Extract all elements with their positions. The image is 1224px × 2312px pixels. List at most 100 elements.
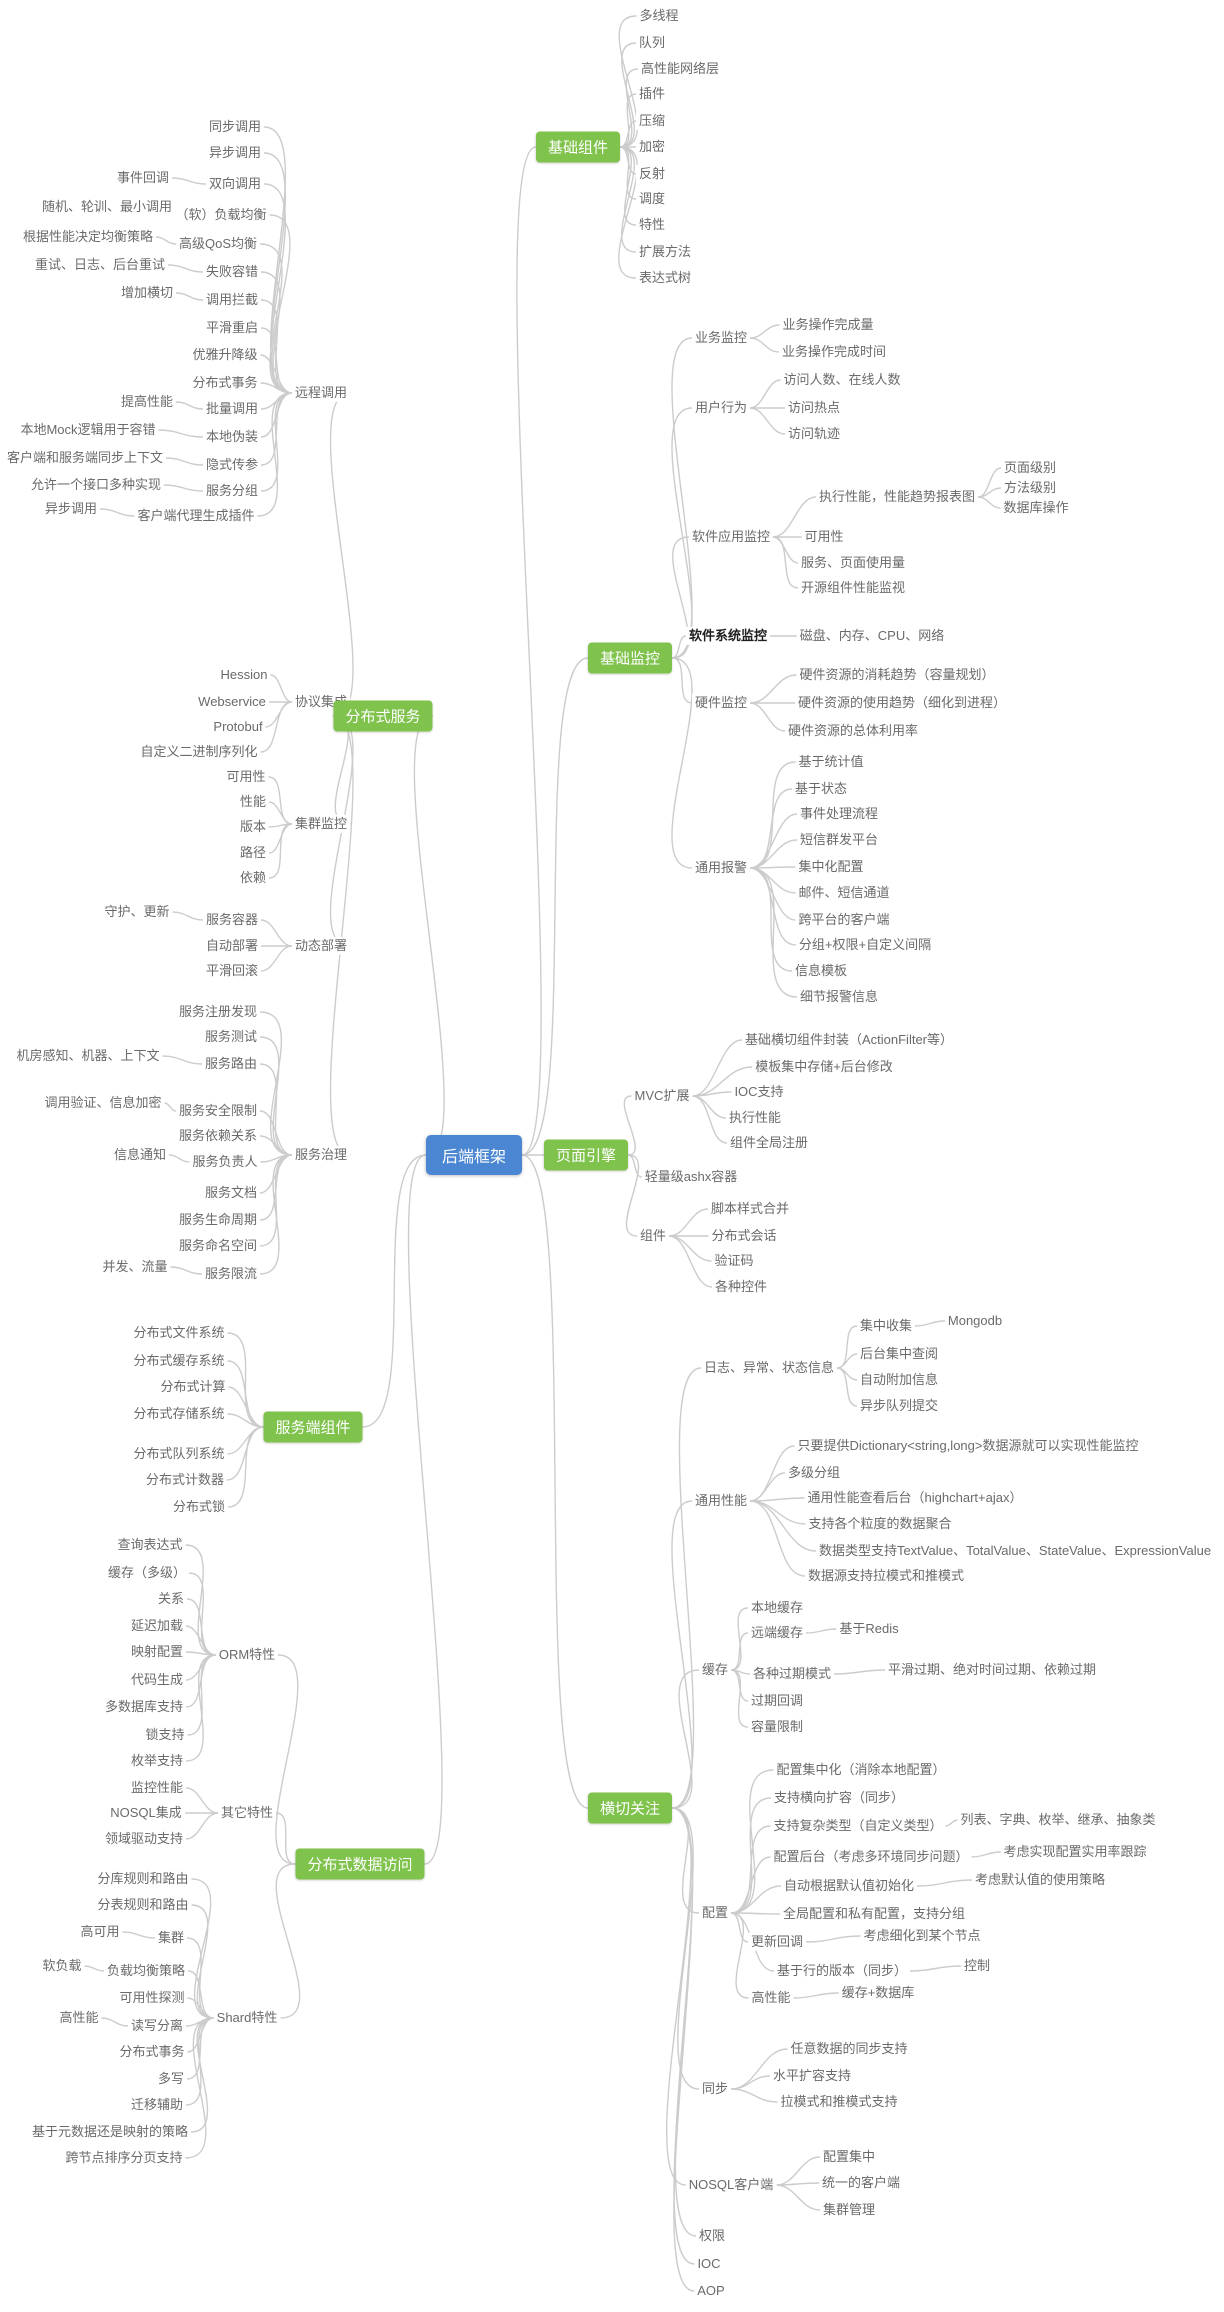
topic-node[interactable]: 服务、页面使用量: [797, 553, 909, 573]
topic-node[interactable]: 本地缓存: [747, 1598, 807, 1618]
topic-node[interactable]: 只要提供Dictionary<string,long>数据源就可以实现性能监控: [794, 1436, 1142, 1456]
topic-node[interactable]: 关系: [154, 1589, 188, 1609]
topic-node[interactable]: 异步调用: [41, 499, 101, 519]
topic-node[interactable]: 多数据库支持: [101, 1697, 187, 1717]
topic-node[interactable]: 硬件资源的消耗趋势（容量规划）: [796, 665, 998, 685]
topic-node[interactable]: 验证码: [711, 1251, 757, 1271]
topic-node[interactable]: 枚举支持: [127, 1751, 187, 1771]
topic-node[interactable]: 支持各个粒度的数据聚合: [805, 1514, 955, 1534]
topic-node[interactable]: 分布式计算: [157, 1377, 229, 1397]
topic-node[interactable]: 平滑过期、绝对时间过期、依赖过期: [884, 1660, 1100, 1680]
topic-node[interactable]: 高性能网络层: [637, 59, 723, 79]
topic-node[interactable]: 服务分组: [202, 481, 262, 501]
topic-node[interactable]: 访问热点: [784, 398, 844, 418]
topic-node[interactable]: 客户端代理生成插件: [134, 506, 258, 526]
topic-node[interactable]: 调用拦截: [202, 290, 262, 310]
topic-node[interactable]: 代码生成: [127, 1670, 187, 1690]
topic-node[interactable]: 基于行的版本（同步）: [773, 1961, 911, 1981]
topic-node[interactable]: 集群管理: [819, 2200, 879, 2220]
topic-node[interactable]: 表达式树: [635, 268, 695, 288]
topic-node[interactable]: 基于Redis: [836, 1619, 902, 1639]
topic-node[interactable]: 隐式传参: [202, 455, 262, 475]
topic-node[interactable]: 分布式锁: [169, 1497, 229, 1517]
topic-node[interactable]: 跨平台的客户端: [795, 910, 893, 930]
topic-node[interactable]: 访问人数、在线人数: [780, 370, 904, 390]
topic-node[interactable]: 自动附加信息: [856, 1370, 942, 1390]
topic-node[interactable]: 数据库操作: [1000, 498, 1072, 518]
topic-node[interactable]: 批量调用: [202, 399, 262, 419]
topic-node[interactable]: 其它特性: [217, 1803, 277, 1823]
topic-node[interactable]: 服务路由: [201, 1054, 261, 1074]
topic-node[interactable]: 增加横切: [117, 283, 177, 303]
topic-node[interactable]: 缓存（多级）: [104, 1563, 190, 1583]
topic-node[interactable]: 服务生命周期: [175, 1210, 261, 1230]
topic-node[interactable]: 集中化配置: [795, 857, 867, 877]
topic-node[interactable]: 组件: [636, 1226, 670, 1246]
topic-node[interactable]: 远程调用: [291, 383, 351, 403]
topic-node[interactable]: 服务负责人: [189, 1152, 261, 1172]
topic-node[interactable]: 短信群发平台: [796, 830, 882, 850]
topic-node[interactable]: 迁移辅助: [127, 2095, 187, 2115]
topic-node[interactable]: 模板集中存储+后台修改: [752, 1057, 896, 1077]
topic-node[interactable]: 映射配置: [127, 1642, 187, 1662]
topic-node[interactable]: 分布式缓存系统: [130, 1351, 228, 1371]
topic-node[interactable]: 缓存+数据库: [838, 1983, 918, 2003]
topic-node[interactable]: 考虑默认值的使用策略: [971, 1870, 1109, 1890]
topic-node[interactable]: 轻量级ashx容器: [641, 1167, 741, 1187]
topic-node[interactable]: 软负载: [39, 1956, 85, 1976]
topic-node[interactable]: 执行性能，性能趋势报表图: [815, 487, 979, 507]
topic-node[interactable]: 高可用: [77, 1922, 123, 1942]
topic-node[interactable]: 平滑回滚: [202, 961, 262, 981]
topic-node[interactable]: 软件系统监控: [685, 626, 771, 646]
topic-node[interactable]: 硬件资源的使用趋势（细化到进程）: [794, 693, 1010, 713]
topic-node[interactable]: 多写: [154, 2069, 188, 2089]
topic-node[interactable]: 集中收集: [856, 1316, 916, 1336]
topic-node[interactable]: 扩展方法: [635, 242, 695, 262]
topic-node[interactable]: 可用性探测: [116, 1988, 188, 2008]
topic-node[interactable]: 高性能: [748, 1988, 794, 2008]
topic-node[interactable]: 基于统计值: [795, 752, 867, 772]
topic-node[interactable]: 基础横切组件封装（ActionFilter等）: [741, 1030, 957, 1050]
topic-node[interactable]: 双向调用: [205, 174, 265, 194]
topic-node[interactable]: 分布式计数器: [142, 1470, 228, 1490]
topic-node[interactable]: 分布式文件系统: [130, 1323, 228, 1343]
topic-node[interactable]: 基于元数据还是映射的策略: [28, 2122, 192, 2142]
topic-node[interactable]: 统一的客户端: [818, 2173, 904, 2193]
topic-node[interactable]: 任意数据的同步支持: [787, 2039, 911, 2059]
topic-node[interactable]: 水平扩容支持: [769, 2066, 855, 2086]
topic-node[interactable]: 考虑细化到某个节点: [860, 1926, 984, 1946]
topic-node[interactable]: 动态部署: [291, 936, 351, 956]
topic-node[interactable]: 日志、异常、状态信息: [700, 1358, 838, 1378]
topic-node[interactable]: 可用性: [223, 767, 269, 787]
topic-node[interactable]: 延迟加载: [127, 1616, 187, 1636]
topic-node[interactable]: 硬件资源的总体利用率: [784, 721, 922, 741]
topic-node[interactable]: 控制: [960, 1956, 994, 1976]
topic-node[interactable]: NOSQL集成: [107, 1803, 185, 1823]
topic-node[interactable]: 依赖: [236, 868, 270, 888]
topic-node[interactable]: 随机、轮训、最小调用: [38, 197, 176, 217]
topic-node[interactable]: Hession: [217, 665, 271, 685]
topic-node[interactable]: 服务限流: [201, 1264, 261, 1284]
topic-node[interactable]: （软）负载均衡: [172, 205, 270, 225]
topic-node[interactable]: 集群监控: [291, 814, 351, 834]
topic-node[interactable]: 锁支持: [142, 1725, 188, 1745]
topic-node[interactable]: 负载均衡策略: [103, 1961, 189, 1981]
topic-node[interactable]: 细节报警信息: [796, 987, 882, 1007]
topic-node[interactable]: 更新回调: [747, 1932, 807, 1952]
topic-node[interactable]: 加密: [635, 137, 669, 157]
topic-node[interactable]: 调度: [635, 189, 669, 209]
topic-node[interactable]: 服务文档: [201, 1183, 261, 1203]
topic-node[interactable]: 异步调用: [205, 143, 265, 163]
topic-node[interactable]: 自定义二进制序列化: [137, 742, 261, 762]
topic-node[interactable]: 访问轨迹: [784, 424, 844, 444]
topic-node[interactable]: 服务容器: [202, 910, 262, 930]
topic-node[interactable]: 分布式事务: [116, 2042, 188, 2062]
topic-node[interactable]: 业务操作完成量: [779, 315, 877, 335]
topic-node[interactable]: 服务命名空间: [175, 1236, 261, 1256]
topic-node[interactable]: 特性: [635, 215, 669, 235]
topic-node[interactable]: 可用性: [801, 527, 847, 547]
topic-node[interactable]: 组件全局注册: [726, 1133, 812, 1153]
topic-node[interactable]: 并发、流量: [99, 1257, 171, 1277]
topic-node[interactable]: 数据源支持拉模式和推模式: [804, 1566, 968, 1586]
topic-node[interactable]: 容量限制: [747, 1717, 807, 1737]
